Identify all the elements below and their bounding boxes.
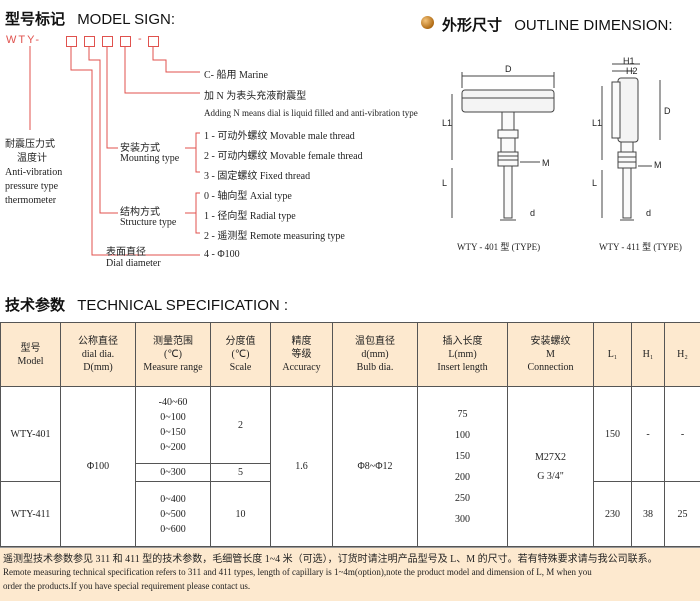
mounting-option-3: 3 - 固定螺纹 Fixed thread	[204, 167, 310, 182]
cell-accuracy: 1.6	[271, 387, 333, 547]
cell-h2-411: 25	[665, 482, 700, 547]
outline-title-cn: 外形尺寸	[442, 17, 502, 34]
adding-n-cn: 加 N 为表头充液耐震型	[204, 87, 306, 102]
header-l1: L₁	[594, 323, 632, 387]
wty-411-drawing	[590, 58, 700, 238]
cell-h1-401: -	[632, 387, 665, 482]
mounting-option-1: 1 - 可动外螺纹 Movable male thread	[204, 127, 355, 142]
dial-option: 4 - Φ100	[204, 249, 240, 260]
cell-model-411: WTY-411	[1, 482, 61, 547]
header-range: 测量范围(℃)Measure range	[136, 323, 211, 387]
outline-title-en: OUTLINE DIMENSION:	[514, 17, 672, 34]
structure-option-2: 2 - 遥测型 Remote measuring type	[204, 227, 345, 242]
note-cn: 遥测型技术参数参见 311 和 411 型的技术参数，毛细管长度 1~4 米（可…	[3, 550, 658, 565]
cell-range-b: 0~300	[136, 464, 211, 482]
cell-scale-5: 5	[211, 464, 271, 482]
dim-401-l: L	[442, 178, 447, 188]
dim-411-d: d	[646, 208, 651, 218]
mounting-option-2: 2 - 可动内螺纹 Movable female thread	[204, 147, 363, 162]
mounting-label-cn: 安装方式	[120, 139, 160, 154]
caption-wty-401: WTY - 401 型 (TYPE)	[457, 240, 540, 253]
header-scale: 分度值(℃)Scale	[211, 323, 271, 387]
note-en-2: order the products.If you have special r…	[3, 581, 250, 591]
dim-401-d: d	[530, 208, 535, 218]
note-en-1: Remote measuring technical specification…	[3, 567, 592, 577]
dim-411-h1: H1	[623, 56, 635, 66]
name-en-1: Anti-vibration	[5, 166, 62, 180]
header-h1: H₁	[632, 323, 665, 387]
outline-title: 外形尺寸 OUTLINE DIMENSION:	[442, 14, 673, 35]
name-cn-2: 温度计	[5, 152, 62, 166]
dim-401-m: M	[542, 158, 550, 168]
instrument-name: 耐震压力式 温度计 Anti-vibration pressure type t…	[5, 138, 62, 208]
structure-option-1: 1 - 径向型 Radial type	[204, 207, 296, 222]
dim-411-m: M	[654, 160, 662, 170]
adding-n-en: Adding N means dial is liquid filled and…	[204, 108, 418, 118]
spec-title-en: TECHNICAL SPECIFICATION :	[77, 297, 288, 314]
dial-label-en: Dial diameter	[106, 258, 161, 269]
bullet-ball-icon	[421, 16, 434, 29]
dim-401-l1: L1	[442, 118, 452, 128]
spec-title: 技术参数 TECHNICAL SPECIFICATION :	[5, 294, 288, 315]
dim-411-d-upper: D	[664, 106, 671, 116]
note-box: 遥测型技术参数参见 311 和 411 型的技术参数，毛细管长度 1~4 米（可…	[0, 547, 700, 601]
cell-scale-10: 10	[211, 482, 271, 547]
structure-label-en: Structure type	[120, 217, 176, 228]
cell-h2-401: -	[665, 387, 700, 482]
dim-411-l1: L1	[592, 118, 602, 128]
caption-wty-411: WTY - 411 型 (TYPE)	[599, 240, 682, 253]
mounting-label-en: Mounting type	[120, 153, 179, 164]
name-en-3: thermometer	[5, 194, 62, 208]
cell-l1-411: 230	[594, 482, 632, 547]
cell-scale-2: 2	[211, 387, 271, 464]
structure-option-0: 0 - 轴向型 Axial type	[204, 187, 292, 202]
marine-option: C- 船用 Marine	[204, 66, 268, 81]
structure-label-cn: 结构方式	[120, 203, 160, 218]
spec-title-cn: 技术参数	[5, 297, 65, 314]
cell-h1-411: 38	[632, 482, 665, 547]
dim-401-d-upper: D	[505, 64, 512, 74]
cell-model-401: WTY-401	[1, 387, 61, 482]
dial-label-cn: 表面直径	[106, 243, 146, 258]
cell-bulb: Φ8~Φ12	[333, 387, 418, 547]
name-cn-1: 耐震压力式	[5, 138, 62, 152]
cell-l1-401: 150	[594, 387, 632, 482]
header-h2: H₂	[665, 323, 700, 387]
dim-411-l: L	[592, 178, 597, 188]
name-en-2: pressure type	[5, 180, 62, 194]
cell-dial: Φ100	[61, 387, 136, 547]
dim-411-h2: H2	[626, 66, 638, 76]
wty-401-drawing	[440, 58, 570, 238]
